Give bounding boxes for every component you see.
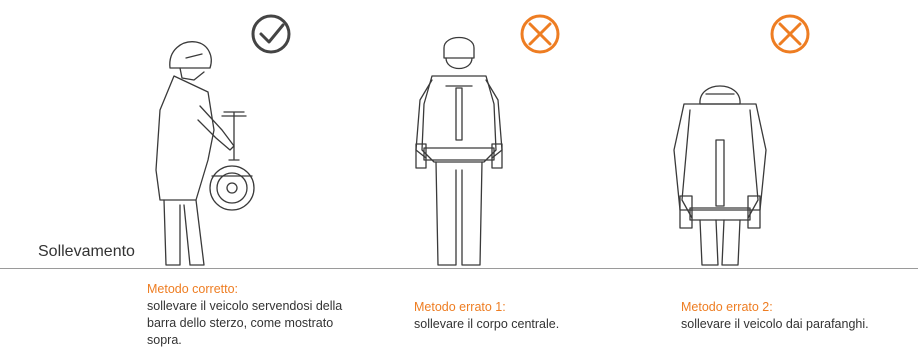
caption-correct: Metodo corretto: sollevare il veicolo se… bbox=[147, 281, 347, 349]
caption-text: sollevare il veicolo servendosi della ba… bbox=[147, 299, 343, 347]
caption-title: Metodo errato 1: bbox=[414, 300, 506, 314]
caption-title: Metodo corretto: bbox=[147, 282, 239, 296]
figure-wrong-central-body bbox=[415, 36, 503, 266]
cross-circle-icon bbox=[520, 14, 560, 54]
figure-wrong-fenders bbox=[673, 85, 767, 266]
divider-line bbox=[0, 268, 918, 269]
caption-wrong-2: Metodo errato 2: sollevare il veicolo da… bbox=[681, 299, 918, 333]
cross-circle-icon bbox=[770, 14, 810, 54]
caption-text: sollevare il veicolo dai parafanghi. bbox=[681, 317, 869, 331]
section-title: Sollevamento bbox=[38, 243, 135, 260]
figure-correct-lifting bbox=[155, 41, 255, 266]
checkmark-circle-icon bbox=[251, 14, 291, 54]
caption-title: Metodo errato 2: bbox=[681, 300, 773, 314]
caption-text: sollevare il corpo centrale. bbox=[414, 317, 560, 331]
caption-wrong-1: Metodo errato 1: sollevare il corpo cent… bbox=[414, 299, 614, 333]
